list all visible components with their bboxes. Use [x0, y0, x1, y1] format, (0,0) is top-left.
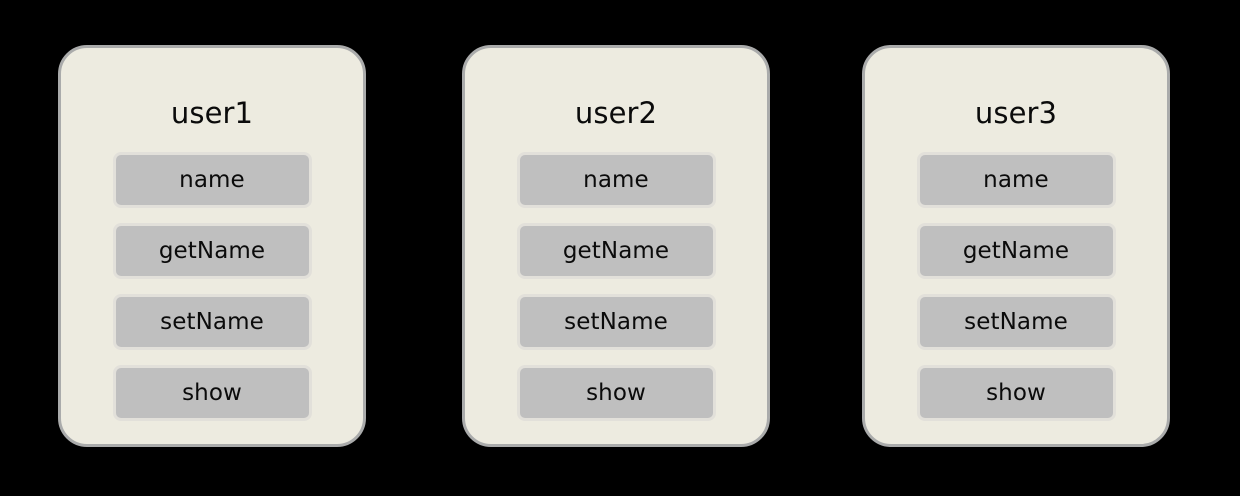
member-list: name getName setName show	[516, 152, 716, 421]
object-card-user3[interactable]: user3 name getName setName show	[862, 45, 1170, 447]
member-item[interactable]: getName	[516, 223, 716, 279]
member-item[interactable]: setName	[916, 294, 1116, 350]
member-list: name getName setName show	[916, 152, 1116, 421]
member-item[interactable]: name	[112, 152, 312, 208]
member-item[interactable]: name	[916, 152, 1116, 208]
object-title: user2	[574, 96, 658, 130]
member-list: name getName setName show	[112, 152, 312, 421]
member-item[interactable]: getName	[916, 223, 1116, 279]
object-card-user1[interactable]: user1 name getName setName show	[58, 45, 366, 447]
member-item[interactable]: show	[112, 365, 312, 421]
member-item[interactable]: setName	[516, 294, 716, 350]
object-title: user1	[170, 96, 254, 130]
member-item[interactable]: setName	[112, 294, 312, 350]
object-title: user3	[974, 96, 1058, 130]
object-card-user2[interactable]: user2 name getName setName show	[462, 45, 770, 447]
member-item[interactable]: name	[516, 152, 716, 208]
member-item[interactable]: show	[516, 365, 716, 421]
member-item[interactable]: getName	[112, 223, 312, 279]
member-item[interactable]: show	[916, 365, 1116, 421]
